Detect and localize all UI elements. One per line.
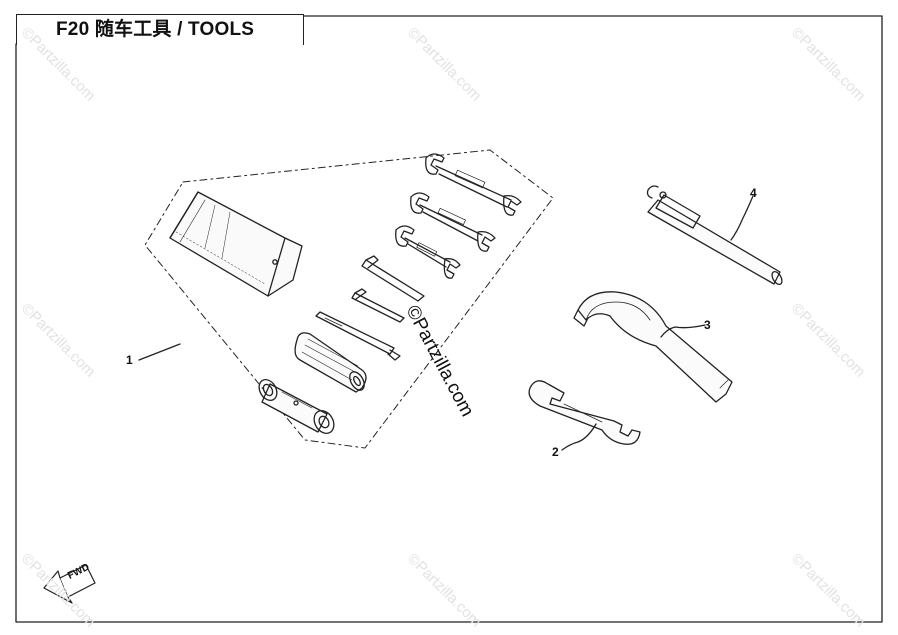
title-box xyxy=(16,14,304,45)
hex-key-large xyxy=(361,255,425,302)
screwdriver-bit xyxy=(315,311,401,361)
callout-4: 4 xyxy=(750,186,757,200)
tool-pouch xyxy=(169,191,303,297)
double-open-wrench xyxy=(528,380,641,445)
box-socket-wrench xyxy=(258,379,335,434)
screwdriver-handle xyxy=(294,332,367,393)
callout-1: 1 xyxy=(126,353,133,367)
open-end-wrench-large xyxy=(395,225,461,279)
hook-spanner-wrench xyxy=(573,291,733,403)
callout-leader-3 xyxy=(660,324,706,338)
callout-3: 3 xyxy=(704,318,711,332)
hex-key-small xyxy=(351,288,405,323)
tool-kit-enclosure xyxy=(144,149,554,449)
tommy-bar xyxy=(646,185,783,286)
frame-border xyxy=(15,15,883,623)
open-end-wrench-medium xyxy=(410,192,496,252)
callout-leader-1 xyxy=(138,343,181,361)
callout-leader-2 xyxy=(561,423,597,451)
callout-2: 2 xyxy=(552,445,559,459)
fwd-arrow-icon xyxy=(43,564,96,604)
open-end-wrench-small xyxy=(425,153,522,216)
callout-leader-4 xyxy=(730,195,754,241)
page-title: F20 随车工具 / TOOLS xyxy=(56,19,255,40)
